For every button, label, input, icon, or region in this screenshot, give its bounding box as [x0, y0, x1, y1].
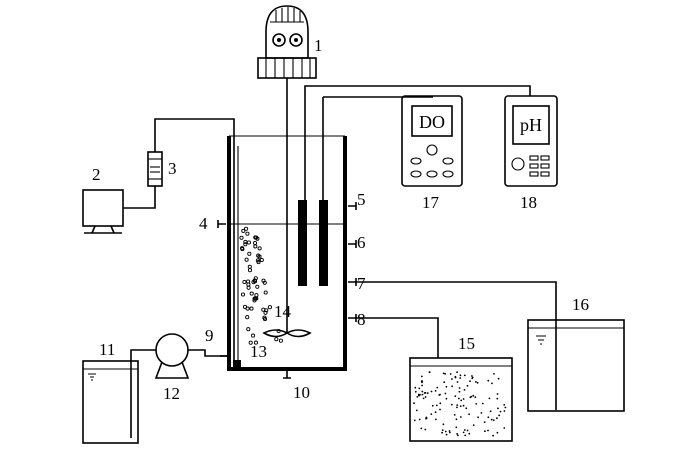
do-meter: DO	[401, 95, 463, 187]
effluent-tank	[527, 319, 625, 412]
label-17: 17	[422, 193, 440, 212]
label-6: 6	[357, 233, 366, 252]
do-probe	[298, 97, 307, 286]
ph-probe	[319, 97, 328, 286]
do-meter-display: DO	[419, 112, 445, 132]
do-probe-cable	[304, 85, 531, 97]
air-line-upper	[154, 118, 235, 362]
label-2: 2	[92, 165, 101, 184]
sludge-particles	[413, 371, 507, 437]
label-7: 7	[357, 274, 366, 293]
label-14: 14	[274, 302, 292, 321]
aeration-bubbles	[239, 226, 283, 345]
label-16: 16	[572, 295, 589, 314]
influent-pump	[154, 333, 190, 379]
stirrer-motor	[257, 5, 317, 79]
label-13: 13	[250, 342, 267, 361]
ph-meter: pH	[504, 95, 558, 187]
port-6-valve	[348, 240, 357, 248]
effluent-line	[356, 281, 557, 410]
label-15: 15	[458, 334, 475, 353]
influent-tank	[82, 360, 139, 444]
influent-line-out	[188, 349, 227, 357]
port-10-drain	[283, 371, 291, 379]
sludge-line	[356, 317, 439, 358]
port-4-valve	[217, 220, 226, 228]
port-5-valve	[348, 202, 357, 210]
label-8: 8	[357, 310, 366, 329]
label-12: 12	[163, 384, 180, 403]
air-pump	[82, 189, 124, 234]
label-4: 4	[199, 214, 208, 233]
stirrer-impeller	[262, 329, 312, 338]
port-8-valve	[348, 314, 357, 322]
label-3: 3	[168, 159, 177, 178]
ph-meter-display: pH	[520, 115, 542, 135]
sludge-tank	[409, 357, 513, 442]
label-18: 18	[520, 193, 537, 212]
label-9: 9	[205, 326, 214, 345]
port-7-valve	[348, 278, 357, 286]
label-10: 10	[293, 383, 310, 402]
influent-line-in	[130, 349, 156, 364]
label-1: 1	[314, 36, 323, 55]
air-line	[123, 186, 156, 209]
label-5: 5	[357, 190, 366, 209]
label-11: 11	[99, 340, 115, 359]
air-flowmeter	[147, 151, 163, 187]
